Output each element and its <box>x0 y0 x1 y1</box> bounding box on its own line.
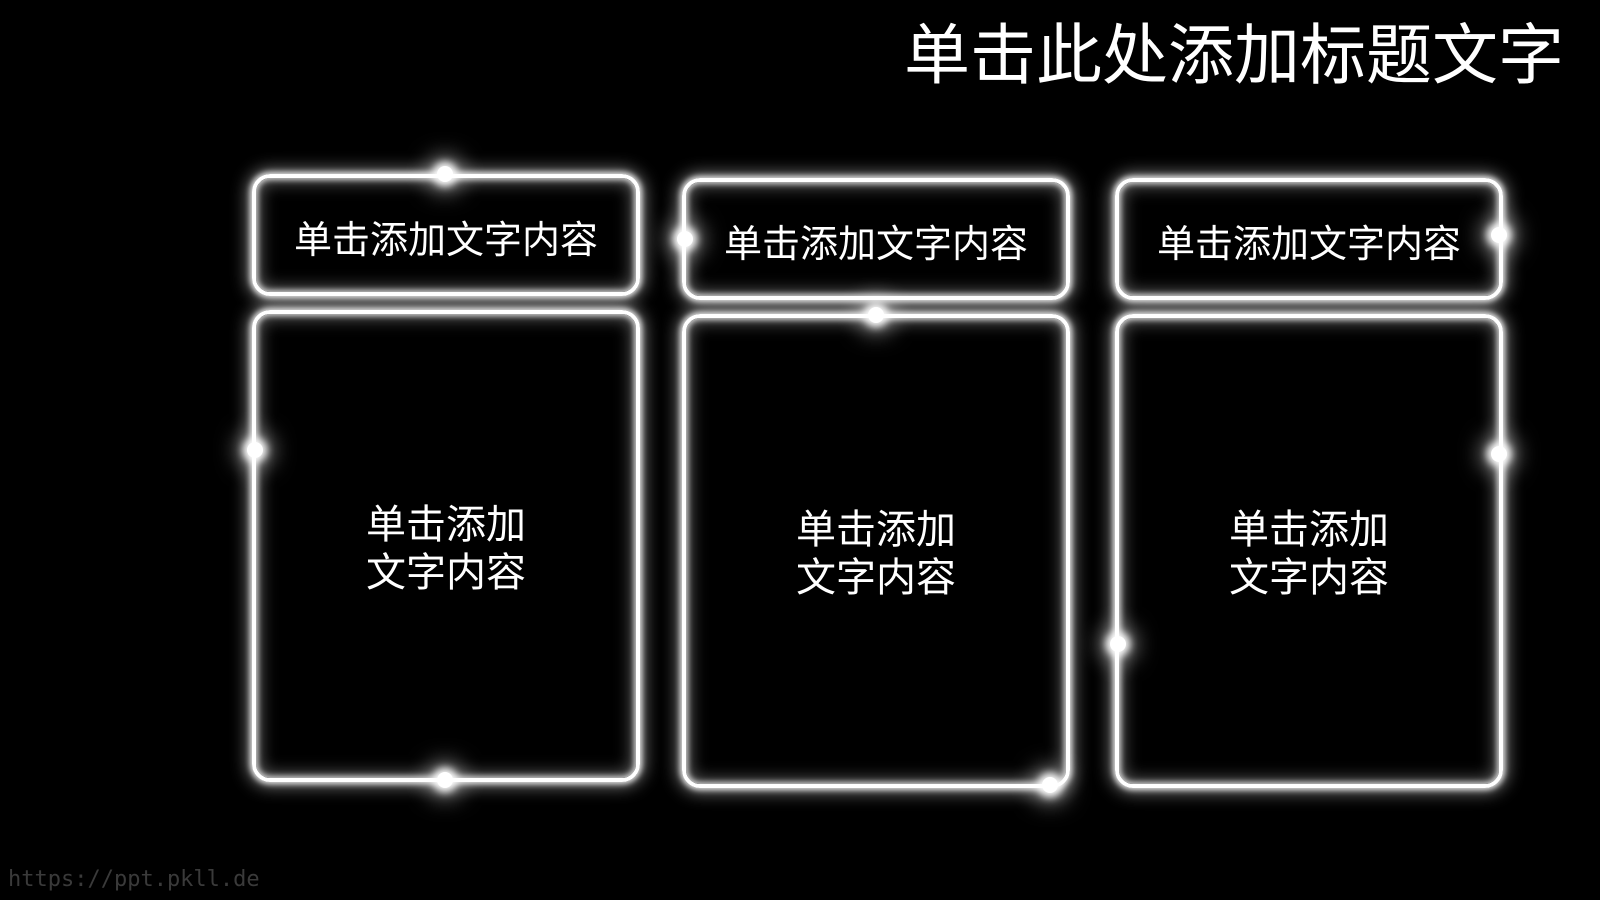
column-1-body-box[interactable]: 单击添加 文字内容 <box>252 310 640 782</box>
glow-dot <box>1042 777 1058 793</box>
column-3-header-box[interactable]: 单击添加文字内容 <box>1115 178 1503 300</box>
column-1-body-text: 单击添加 文字内容 <box>366 495 526 597</box>
glow-dot <box>677 231 693 247</box>
column-2-body-box[interactable]: 单击添加 文字内容 <box>682 314 1070 788</box>
column-3-body-line-2: 文字内容 <box>1229 555 1389 601</box>
glow-dot <box>1491 446 1507 462</box>
glow-dot <box>247 442 263 458</box>
column-2-header-text: 单击添加文字内容 <box>723 222 1028 266</box>
column-2-header-box[interactable]: 单击添加文字内容 <box>682 178 1070 300</box>
column-2-body-line-1: 单击添加 <box>796 507 956 553</box>
glow-dot <box>1110 636 1126 652</box>
column-3-body-box[interactable]: 单击添加 文字内容 <box>1115 314 1503 788</box>
column-3-body-line-1: 单击添加 <box>1229 507 1389 553</box>
glow-dot <box>868 307 884 323</box>
watermark: https://ppt.pkll.de <box>8 867 260 892</box>
column-1-body-line-2: 文字内容 <box>366 550 526 596</box>
column-3-body-text: 单击添加 文字内容 <box>1229 500 1389 602</box>
glow-dot <box>437 166 453 182</box>
glow-dot <box>1491 227 1507 243</box>
column-3-header-text: 单击添加文字内容 <box>1156 222 1461 266</box>
column-1-header-box[interactable]: 单击添加文字内容 <box>252 174 640 296</box>
column-1-header-text: 单击添加文字内容 <box>293 218 598 262</box>
column-2-body-text: 单击添加 文字内容 <box>796 500 956 602</box>
column-1-body-line-1: 单击添加 <box>366 502 526 548</box>
glow-dot <box>437 772 453 788</box>
column-2-body-line-2: 文字内容 <box>796 555 956 601</box>
slide-title[interactable]: 单击此处添加标题文字 <box>904 17 1564 94</box>
